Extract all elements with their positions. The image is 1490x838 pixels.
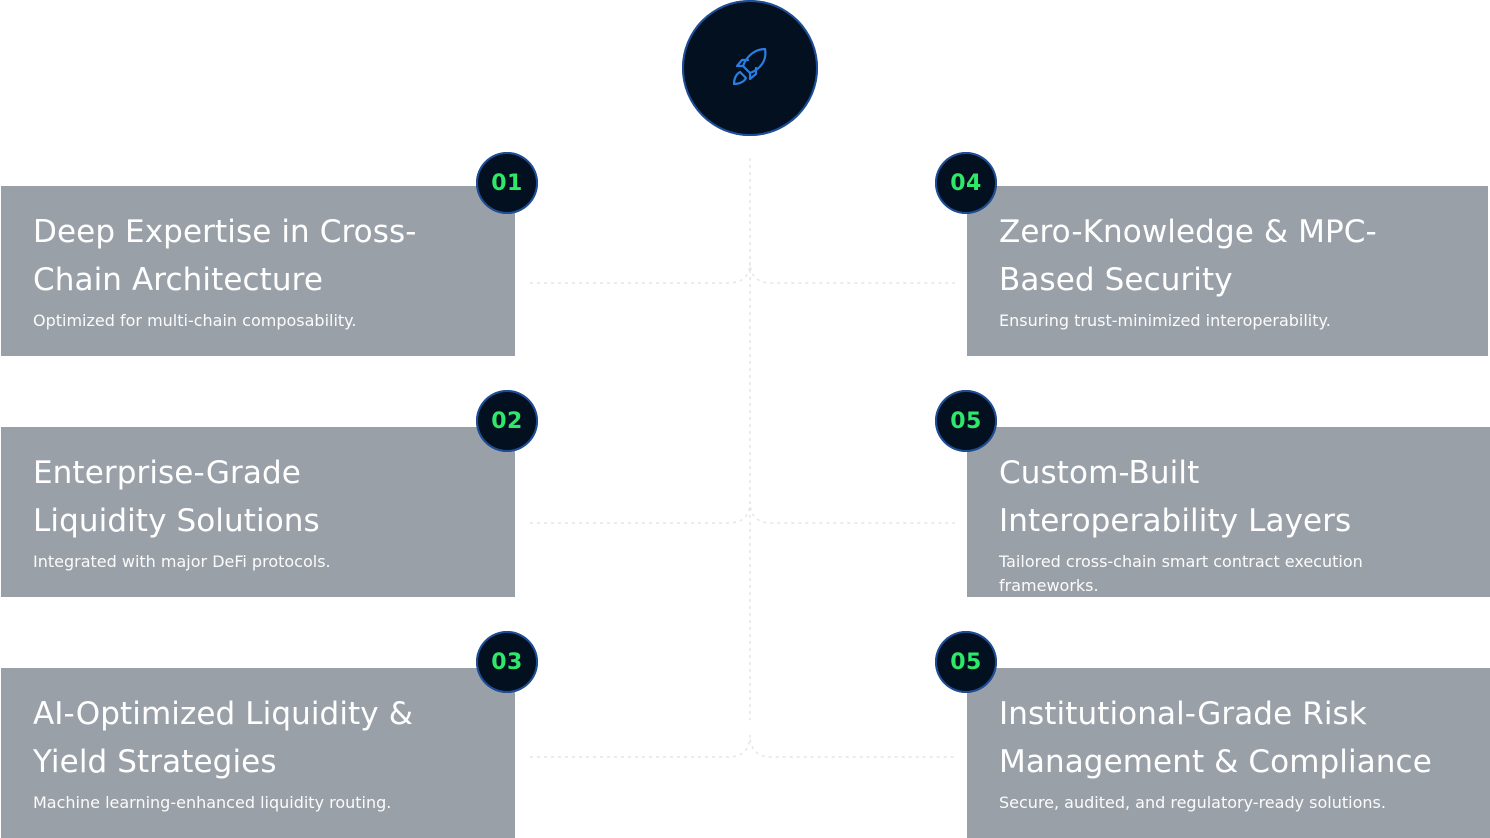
card-title: Custom-Built Interoperability Layers — [999, 455, 1352, 539]
number-badge-04: 04 — [935, 152, 997, 214]
card-description: Ensuring trust-minimized interoperabilit… — [999, 311, 1331, 330]
card-description: Integrated with major DeFi protocols. — [33, 552, 331, 571]
card-title: Institutional-Grade Risk Management & Co… — [999, 696, 1432, 780]
feature-card-03: AI-Optimized Liquidity & Yield Strategie… — [1, 668, 515, 838]
feature-card-06: Institutional-Grade Risk Management & Co… — [967, 668, 1490, 838]
card-title: Zero-Knowledge & MPC-Based Security — [999, 214, 1377, 298]
card-title: Deep Expertise in Cross-Chain Architectu… — [33, 214, 417, 298]
number-badge-03: 03 — [476, 631, 538, 693]
number-badge-02: 02 — [476, 390, 538, 452]
number-badge-06: 05 — [935, 631, 997, 693]
card-description: Optimized for multi-chain composability. — [33, 311, 357, 330]
number-badge-05: 05 — [935, 390, 997, 452]
feature-card-01: Deep Expertise in Cross-Chain Architectu… — [1, 186, 515, 356]
card-description: Tailored cross-chain smart contract exec… — [999, 552, 1363, 595]
card-description: Machine learning-enhanced liquidity rout… — [33, 793, 392, 812]
number-badge-01: 01 — [476, 152, 538, 214]
card-title: Enterprise-Grade Liquidity Solutions — [33, 455, 320, 539]
card-description: Secure, audited, and regulatory-ready so… — [999, 793, 1386, 812]
card-title: AI-Optimized Liquidity & Yield Strategie… — [33, 696, 413, 780]
feature-card-04: Zero-Knowledge & MPC-Based Security Ensu… — [967, 186, 1488, 356]
feature-card-05: Custom-Built Interoperability Layers Tai… — [967, 427, 1490, 597]
feature-card-02: Enterprise-Grade Liquidity Solutions Int… — [1, 427, 515, 597]
rocket-icon — [726, 42, 774, 94]
hub-circle — [682, 0, 818, 136]
